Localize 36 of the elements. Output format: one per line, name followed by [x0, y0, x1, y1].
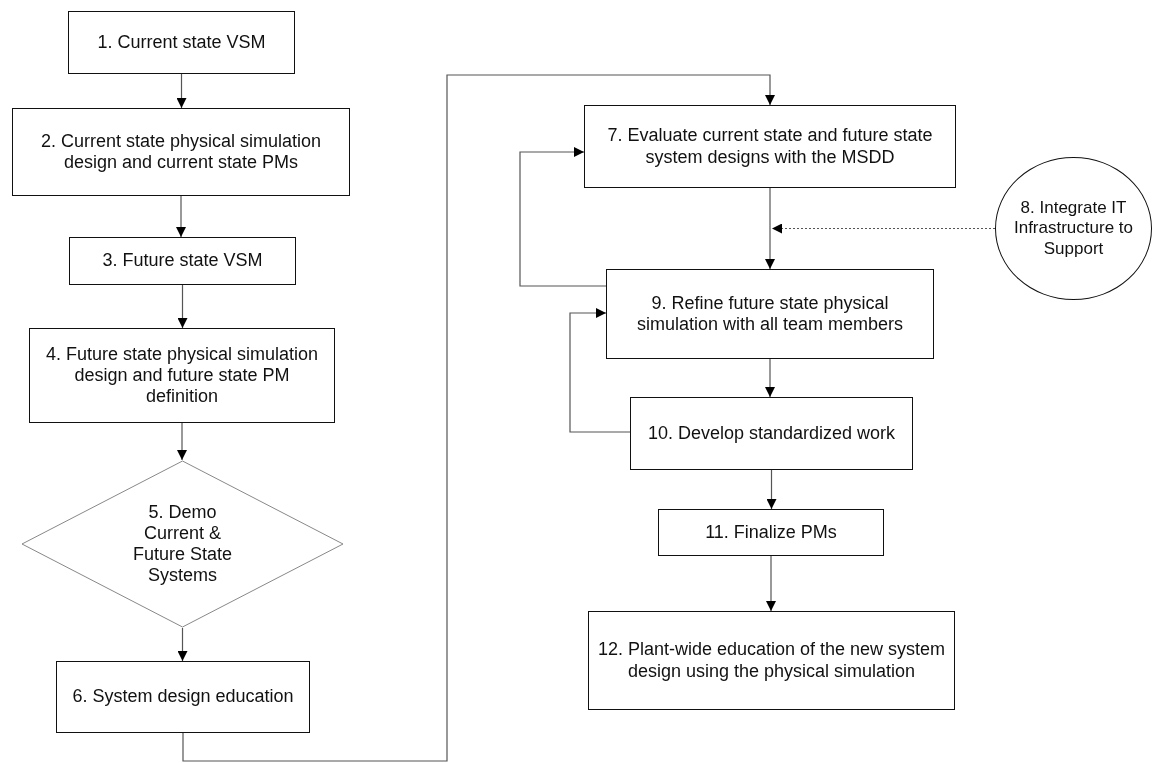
dotted-arrow [771, 223, 996, 234]
step-text: 8. Integrate IT Infrastructure to Support [1012, 198, 1135, 259]
process-box [658, 509, 884, 556]
step-text: 12. Plant-wide education of the new system design using the physical simulation [596, 639, 947, 682]
process-box [68, 11, 295, 74]
arrow [766, 555, 776, 612]
arrow [569, 308, 631, 433]
step-text: 10. Develop standardized work [646, 422, 897, 445]
step-text: 2. Current state physical simulation design and current state PMs [39, 130, 323, 174]
step-text: 3. Future state VSM [101, 250, 264, 272]
step-text: 4. Future state physical simulation design and future state PM definition [44, 343, 320, 408]
arrow [765, 358, 775, 398]
arrow [177, 627, 188, 662]
process-box [29, 328, 335, 423]
step-text: 11. Finalize PMs [704, 521, 838, 544]
process-box [56, 661, 310, 733]
step-text: 9. Refine future state physical simulation with all team members [635, 292, 905, 336]
arrow [177, 422, 187, 461]
arrow [177, 284, 188, 329]
arrow [176, 73, 187, 109]
step-text: 1. Current state VSM [96, 31, 267, 54]
arrow [766, 469, 777, 510]
process-box [12, 108, 350, 196]
step-text: 5. Demo Current & Future State Systems [131, 501, 234, 587]
step-text: 6. System design education [71, 686, 295, 708]
arrow [182, 74, 775, 762]
process-box [69, 237, 296, 285]
decision-diamond [21, 460, 344, 628]
process-box [630, 397, 913, 470]
process-box [606, 269, 934, 359]
process-box [588, 611, 955, 710]
arrow [519, 147, 607, 287]
process-box [584, 105, 956, 188]
step-text: 7. Evaluate current state and future state system designs with the MSDD [606, 125, 934, 168]
arrow [765, 187, 775, 270]
arrow [176, 195, 186, 238]
